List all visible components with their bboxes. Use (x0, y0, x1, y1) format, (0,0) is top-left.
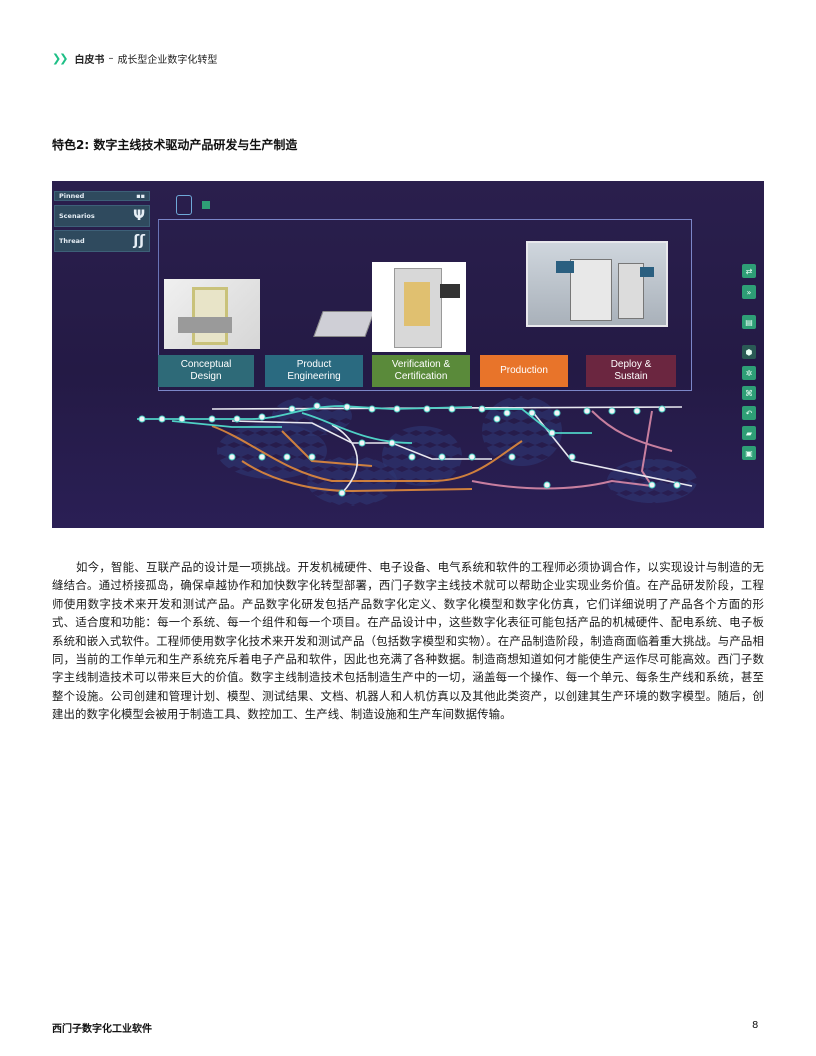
stage-label-line1: Production (500, 365, 548, 376)
verification-machine-image (372, 262, 466, 352)
section-title: 特色2: 数字主线技术驱动产品研发与生产制造 (52, 138, 298, 152)
header-brand: 白皮书 (74, 54, 105, 66)
status-icon[interactable] (202, 201, 210, 209)
layers-icon[interactable]: ▤ (742, 315, 756, 329)
thread-nodes (138, 402, 681, 497)
footer-company: 西门子数字化工业软件 (52, 1024, 152, 1035)
page-number: 8 (752, 1020, 759, 1031)
production-line-photo (526, 241, 668, 327)
panel-thread[interactable]: Thread ʃʃ (54, 230, 150, 252)
page-header: ❯❯ 白皮书 – 成长型企业数字化转型 (52, 50, 217, 66)
process-frame (158, 219, 692, 391)
panel-scenarios[interactable]: Scenarios Ψ (54, 205, 150, 227)
pink-thread-lines (471, 410, 673, 490)
stage-label-line2: Engineering (287, 371, 341, 382)
undo-icon[interactable]: ↶ (742, 406, 756, 420)
header-subtitle: 成长型企业数字化转型 (117, 54, 218, 66)
panel-pinned[interactable]: Pinned ▪▪ (54, 191, 150, 201)
concept-model-image (164, 279, 260, 349)
orange-thread-lines (211, 425, 523, 493)
stage-verification-certification[interactable]: Verification &Certification (372, 355, 470, 387)
double-chevron-icon: ❯❯ (52, 51, 69, 65)
stage-label-line2: Sustain (614, 371, 648, 382)
panel-pinned-label: Pinned (59, 192, 85, 200)
stage-label-line1: Verification & (391, 359, 451, 370)
stage-deploy-sustain[interactable]: Deploy &Sustain (586, 355, 676, 387)
share-icon[interactable]: ⇄ (742, 264, 756, 278)
hexagon-icon[interactable]: ⬢ (742, 345, 756, 359)
image-icon[interactable]: ▣ (742, 446, 756, 460)
thread-icon: ʃʃ (133, 233, 145, 249)
body-paragraph: 如今，智能、互联产品的设计是一项挑战。开发机械硬件、电子设备、电气系统和软件的工… (52, 560, 764, 722)
forward-icon[interactable]: » (742, 285, 756, 299)
folder-icon[interactable]: ▰ (742, 426, 756, 440)
teal-thread-lines (137, 405, 592, 444)
robot-icon[interactable] (176, 195, 192, 215)
stage-label-line1: Conceptual (180, 359, 232, 370)
thread-network-graphic (137, 396, 697, 506)
settings-icon[interactable]: ✲ (742, 366, 756, 380)
stage-production[interactable]: Production (480, 355, 568, 387)
stage-label-line2: Certification (394, 371, 448, 382)
panel-scenarios-label: Scenarios (59, 212, 95, 220)
header-separator: – (108, 52, 114, 64)
connect-icon[interactable]: ⌘ (742, 386, 756, 400)
digital-thread-figure: Pinned ▪▪ Scenarios Ψ Thread ʃʃ Conceptu… (52, 181, 764, 528)
pin-icon: ▪▪ (136, 192, 145, 200)
panel-thread-label: Thread (59, 237, 85, 245)
stage-label-line2: Design (190, 371, 222, 382)
stage-label-line1: Product (296, 359, 332, 370)
fork-icon: Ψ (133, 208, 145, 224)
tray-model-image (313, 303, 375, 343)
stage-label-line1: Deploy & (610, 359, 652, 370)
